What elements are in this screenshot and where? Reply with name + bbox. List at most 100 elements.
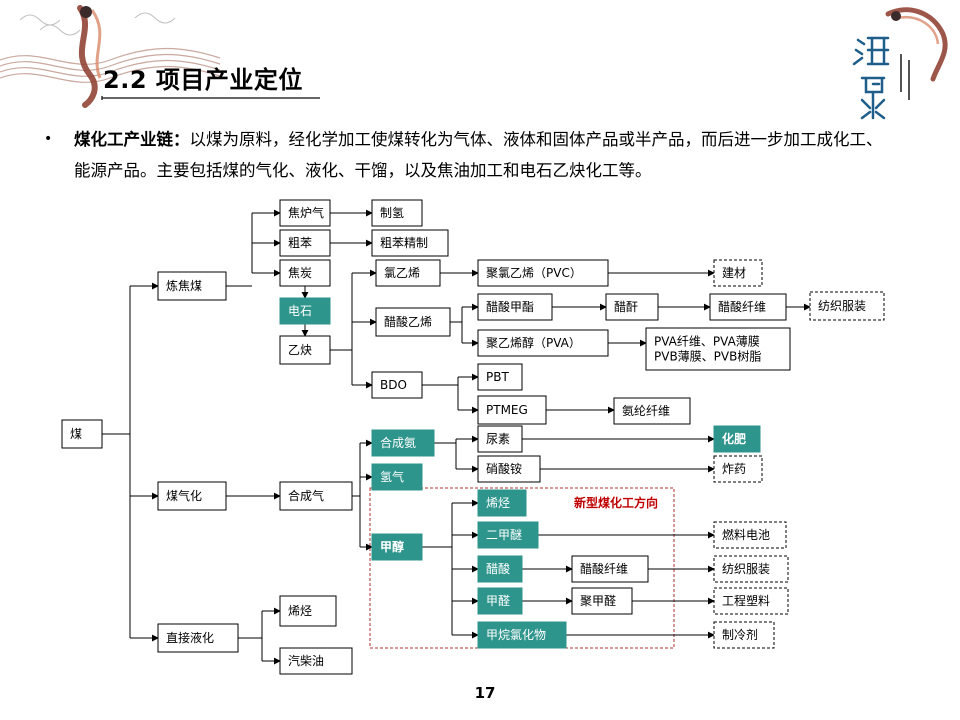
node-pva: 聚乙烯醇（PVA） bbox=[477, 329, 609, 357]
node-ptmeg: PTMEG bbox=[477, 395, 547, 425]
node-textiles-1: 纺织服装 bbox=[809, 291, 885, 321]
node-syngas: 合成气 bbox=[279, 481, 353, 511]
node-box bbox=[477, 329, 609, 357]
node-methanol: 甲醇 bbox=[371, 533, 423, 561]
node-box bbox=[713, 587, 789, 615]
node-box bbox=[477, 455, 541, 483]
node-label: 制氢 bbox=[380, 205, 404, 220]
node-polyoxymethylene: 聚甲醛 bbox=[571, 587, 633, 615]
node-acetic-acid: 醋酸 bbox=[477, 555, 523, 583]
node-synthetic-ammonia: 合成氨 bbox=[371, 429, 435, 457]
node-box bbox=[713, 455, 763, 483]
node-benzene-refining: 粗苯精制 bbox=[371, 229, 449, 257]
node-hydrogen-production: 制氢 bbox=[371, 199, 423, 227]
node-label: 直接液化 bbox=[166, 630, 214, 645]
node-label: 醋酸乙烯 bbox=[384, 314, 432, 329]
node-engineering-plastics: 工程塑料 bbox=[713, 587, 789, 615]
logo-calligraphy-decoration bbox=[852, 7, 948, 120]
node-label: 醋酸甲酯 bbox=[486, 299, 534, 314]
node-coke: 焦炭 bbox=[279, 259, 331, 287]
node-label: 焦炉气 bbox=[288, 205, 324, 220]
node-box bbox=[279, 229, 331, 257]
node-box bbox=[157, 623, 239, 653]
node-box bbox=[61, 419, 103, 449]
node-label: 煤气化 bbox=[166, 488, 202, 503]
node-coal: 煤 bbox=[61, 419, 103, 449]
node-label: 聚氯乙烯（PVC） bbox=[486, 266, 582, 280]
node-coke-gas: 焦炉气 bbox=[279, 199, 331, 227]
node-label: PTMEG bbox=[486, 403, 528, 417]
node-fertilizer: 化肥 bbox=[713, 425, 761, 453]
node-label: 硝酸铵 bbox=[486, 461, 522, 476]
node-label: 尿素 bbox=[486, 432, 510, 446]
node-box bbox=[477, 489, 527, 517]
node-formaldehyde: 甲醛 bbox=[477, 587, 523, 615]
node-box bbox=[571, 555, 649, 583]
node-box bbox=[713, 259, 763, 287]
node-box bbox=[371, 229, 449, 257]
node-box bbox=[375, 259, 441, 287]
node-label: PVA纤维、PVA薄膜 bbox=[654, 334, 760, 349]
node-ammonium-nitrate: 硝酸铵 bbox=[477, 455, 541, 483]
node-label: PVB薄膜、PVB树脂 bbox=[654, 349, 761, 364]
node-methyl-acetate: 醋酸甲酯 bbox=[477, 293, 553, 321]
node-box bbox=[371, 533, 423, 561]
page-title: 2.2 项目产业定位 bbox=[103, 66, 303, 94]
node-explosives: 炸药 bbox=[713, 455, 763, 483]
node-acetate-fiber-2: 醋酸纤维 bbox=[571, 555, 649, 583]
node-box bbox=[279, 647, 353, 675]
node-olefins-new: 烯烃 bbox=[477, 489, 527, 517]
intro-text: 以煤为原料，经化学加工使煤转化为气体、液体和固体产品或半产品，而后进一步加工成化… bbox=[74, 130, 883, 180]
node-label: 纺织服装 bbox=[722, 562, 770, 576]
node-label: 甲烷氯化物 bbox=[486, 628, 546, 642]
new-coal-chemical-region-label: 新型煤化工方向 bbox=[574, 495, 658, 510]
node-box bbox=[157, 481, 227, 511]
node-box bbox=[477, 555, 523, 583]
node-vinyl-acetate: 醋酸乙烯 bbox=[375, 307, 451, 337]
node-label: 烯烃 bbox=[486, 496, 510, 510]
node-label: BDO bbox=[380, 378, 407, 392]
node-label: 聚乙烯醇（PVA） bbox=[486, 335, 581, 350]
node-label: 煤 bbox=[70, 427, 82, 441]
node-box bbox=[279, 259, 331, 287]
node-box bbox=[371, 429, 435, 457]
node-label: 纺织服装 bbox=[818, 299, 866, 313]
node-crude-benzene: 粗苯 bbox=[279, 229, 331, 257]
intro-lead: 煤化工产业链： bbox=[74, 130, 190, 149]
node-box bbox=[713, 555, 789, 583]
node-label: 醋酸纤维 bbox=[580, 561, 628, 576]
page-number: 17 bbox=[474, 684, 496, 702]
node-label: 合成气 bbox=[288, 488, 324, 503]
node-box bbox=[279, 595, 337, 627]
node-box bbox=[809, 291, 885, 321]
node-label: 制冷剂 bbox=[722, 627, 758, 642]
node-box bbox=[613, 397, 691, 425]
node-carbide: 电石 bbox=[279, 297, 331, 325]
node-box bbox=[477, 293, 553, 321]
node-box bbox=[645, 327, 791, 371]
node-label: 醋酐 bbox=[614, 299, 638, 314]
node-liquefaction: 直接液化 bbox=[157, 623, 239, 653]
node-label: 化肥 bbox=[722, 431, 746, 446]
node-box bbox=[279, 481, 353, 511]
node-label: 氯乙烯 bbox=[384, 266, 420, 280]
node-label: 二甲醚 bbox=[486, 528, 522, 542]
node-label: PBT bbox=[486, 370, 509, 384]
node-box bbox=[371, 371, 423, 399]
node-hydrogen: 氢气 bbox=[371, 463, 423, 491]
node-gasification: 煤气化 bbox=[157, 481, 227, 511]
node-label: 建材 bbox=[722, 266, 746, 280]
node-anhydride: 醋酐 bbox=[605, 293, 659, 321]
node-acetate-fiber-1: 醋酸纤维 bbox=[709, 293, 787, 321]
node-label: 炼焦煤 bbox=[166, 278, 202, 293]
intro-paragraph: • 煤化工产业链：以煤为原料，经化学加工使煤转化为气体、液体和固体产品或半产品，… bbox=[44, 124, 894, 186]
node-box bbox=[477, 259, 609, 287]
node-refrigerant: 制冷剂 bbox=[713, 621, 775, 649]
node-box bbox=[477, 587, 523, 615]
node-label: 粗苯 bbox=[288, 236, 312, 250]
node-pbt: PBT bbox=[477, 363, 523, 391]
node-coking-coal: 炼焦煤 bbox=[157, 271, 227, 301]
node-label: 汽柴油 bbox=[288, 653, 324, 668]
